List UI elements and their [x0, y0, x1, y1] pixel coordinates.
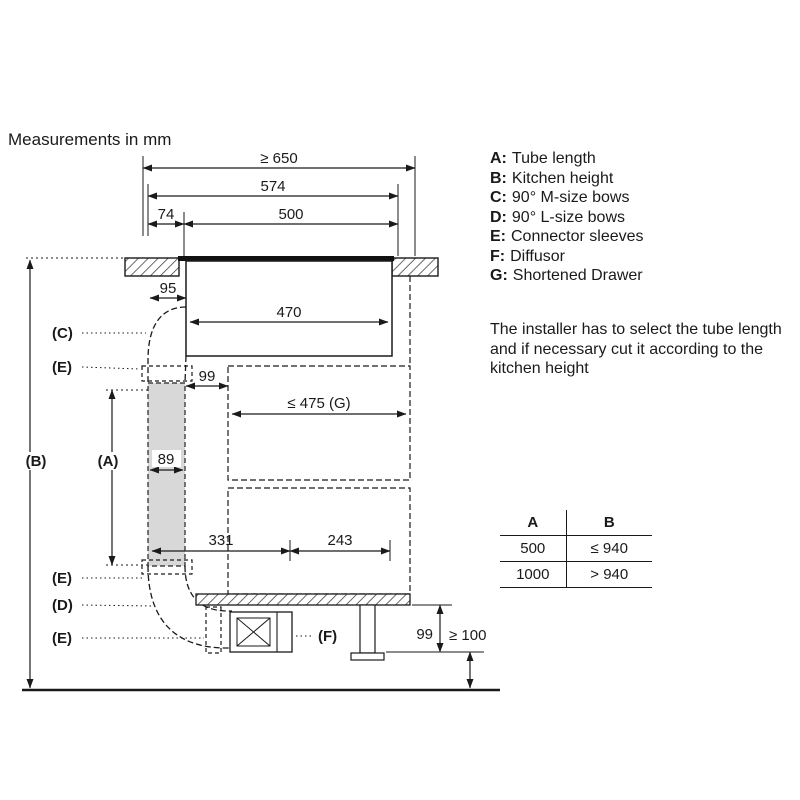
dim-331-label: 331: [208, 532, 233, 549]
dim-B: (B): [17, 257, 126, 689]
table-cell-a2: 1000: [500, 561, 566, 588]
installer-note: The installer has to select the tube len…: [490, 321, 782, 377]
dim-99-bottom-label: 99: [416, 626, 433, 643]
legend-key-e: E:: [490, 228, 506, 245]
mark-D: (D): [52, 597, 73, 614]
sleeve-top: [141, 365, 193, 382]
table-cell-a1: 500: [500, 535, 566, 562]
mark-E-mid: (E): [52, 570, 72, 587]
legend-label-g: Shortened Drawer: [512, 267, 643, 284]
table-header-a: A: [500, 510, 566, 536]
drawer-upper: [227, 365, 411, 481]
legend-key-a: A:: [490, 150, 507, 167]
bow-top: [147, 306, 187, 384]
dim-floor-clearance: ≥ 100: [449, 627, 486, 689]
mark-B: (B): [26, 453, 47, 470]
legend-label-d: 90° L-size bows: [511, 208, 626, 226]
sleeve-mid: [141, 559, 193, 575]
legend-item-g: G: Shortened Drawer: [490, 266, 644, 286]
table-row: 1000 > 940: [500, 561, 652, 588]
dim-470-label: 470: [276, 304, 301, 321]
legend-key-b: B:: [490, 169, 507, 187]
legend-item-d: D: 90° L-size bows: [490, 208, 644, 228]
legend-key-f: F:: [490, 247, 506, 265]
legend-item-b: B: Kitchen height: [490, 169, 644, 189]
dim-500: 500: [183, 206, 399, 228]
dim-331-243: 331 243: [151, 532, 391, 561]
mark-C: (C): [52, 325, 73, 342]
dim-574: 574: [147, 178, 399, 200]
table-header-row: A B: [500, 510, 652, 536]
dim-89: 89: [149, 450, 184, 474]
legend-label-a: Tube length: [511, 150, 596, 167]
dim-drawer-g: ≤ 475 (G): [231, 395, 407, 418]
dim-A: (A): [90, 389, 150, 566]
dim-min-width-label: ≥ 650: [260, 150, 297, 167]
dim-74-label: 74: [158, 206, 175, 223]
dim-floor-clearance-label: ≥ 100: [449, 627, 486, 644]
dim-min-width: ≥ 650: [142, 150, 416, 172]
legend-label-c: 90° M-size bows: [511, 189, 630, 206]
legend-item-f: F: Diffusor: [490, 247, 644, 267]
hob-top-plate: [178, 256, 394, 261]
mark-F: (F): [318, 628, 337, 645]
legend-label-f: Diffusor: [510, 247, 565, 265]
legend: A: Tube length B: Kitchen height C: 90° …: [490, 149, 644, 286]
dim-500-label: 500: [278, 206, 303, 223]
table-header-b: B: [565, 510, 652, 536]
legend-key-g: G:: [490, 267, 508, 284]
dim-470: 470: [189, 304, 389, 326]
cabinet-leg: [350, 604, 385, 661]
callouts: (C) (E) (E) (D) (E) (F): [52, 325, 337, 647]
table-cell-b1: ≤ 940: [565, 535, 652, 562]
dim-74: 74: [147, 206, 185, 228]
legend-key-d: D:: [490, 208, 507, 226]
dim-243-label: 243: [327, 532, 352, 549]
worktop-right: [391, 257, 439, 277]
dim-99-bottom: 99: [386, 604, 484, 653]
legend-key-c: C:: [490, 189, 507, 206]
sleeve-bottom: [205, 606, 222, 654]
page-title: Measurements in mm: [8, 130, 172, 149]
mark-E-bottom: (E): [52, 630, 72, 647]
dim-95: 95: [149, 280, 187, 302]
bow-bottom: [147, 565, 232, 649]
mark-E-top: (E): [52, 359, 72, 376]
legend-item-a: A: Tube length: [490, 149, 644, 169]
dim-drawer-g-label: ≤ 475 (G): [287, 395, 350, 412]
legend-item-c: C: 90° M-size bows: [490, 188, 644, 208]
legend-label-e: Connector sleeves: [511, 228, 644, 245]
dim-95-label: 95: [160, 280, 177, 297]
worktop-left: [124, 257, 180, 277]
dim-574-label: 574: [260, 178, 285, 195]
tube-length-table: A B 500 ≤ 940 1000 > 940: [500, 510, 652, 588]
dim-99-top-label: 99: [199, 368, 216, 385]
legend-label-b: Kitchen height: [511, 169, 614, 187]
legend-item-e: E: Connector sleeves: [490, 227, 644, 247]
tube: [147, 382, 186, 567]
diffusor: [229, 611, 293, 653]
dim-99-top: 99: [185, 368, 229, 390]
table-cell-b2: > 940: [565, 561, 652, 588]
hob-housing: [185, 260, 393, 357]
cabinet-base: [195, 593, 411, 606]
dim-89-label: 89: [158, 451, 175, 468]
drawer-lower: [227, 487, 411, 595]
table-row: 500 ≤ 940: [500, 535, 652, 562]
mark-A: (A): [98, 453, 119, 470]
